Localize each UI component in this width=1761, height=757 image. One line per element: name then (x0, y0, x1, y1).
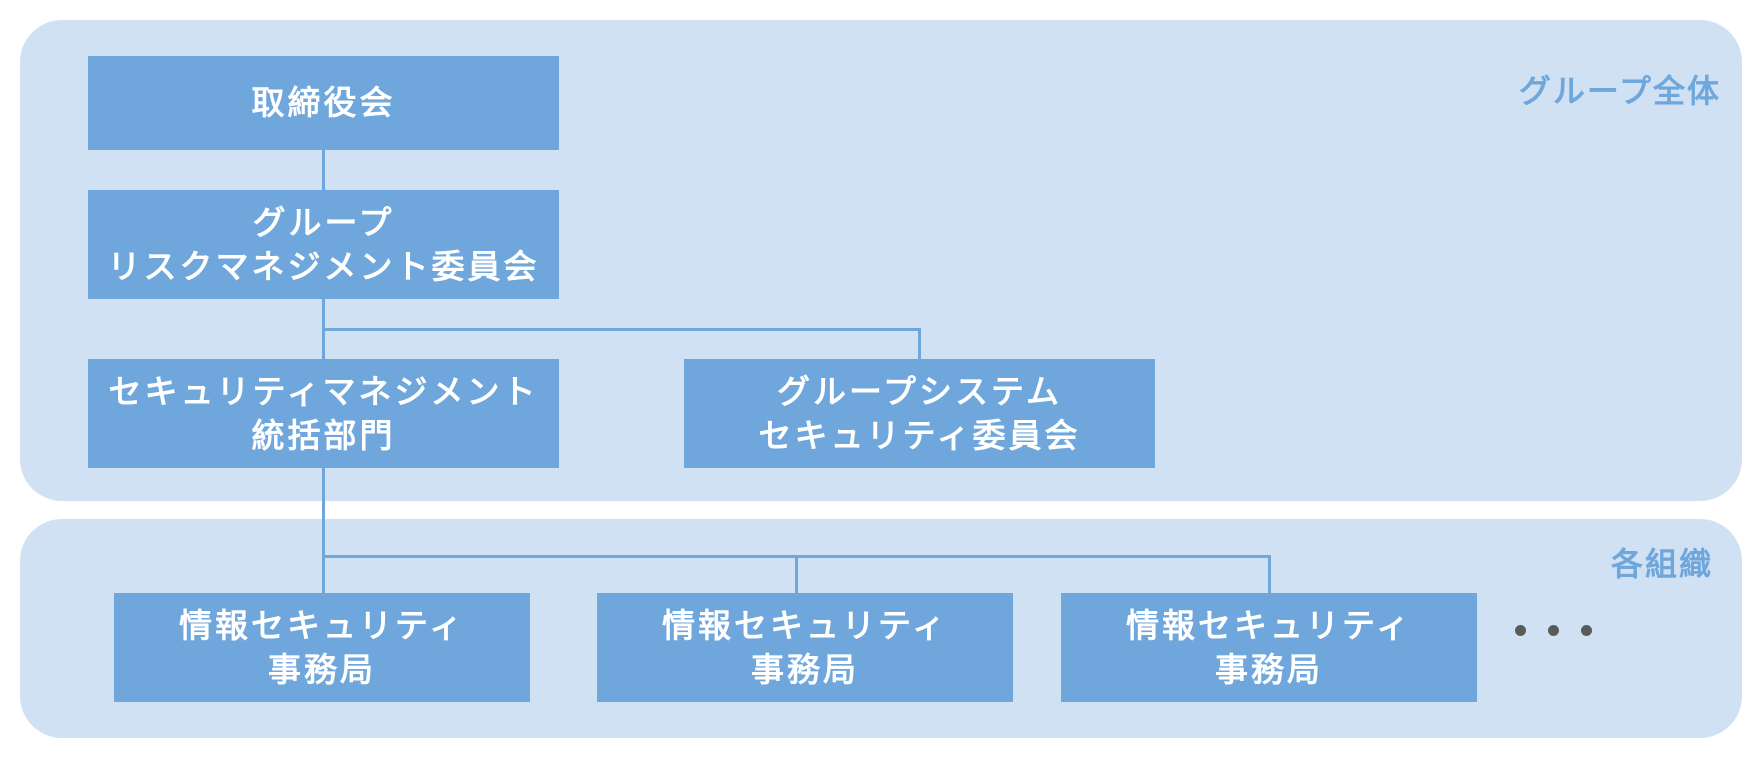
info-security-office-box: 情報セキュリティ 事務局 (114, 593, 530, 702)
connector-to-office-3 (1268, 555, 1271, 593)
box-line: 事務局 (1215, 649, 1323, 689)
box-line: 統括部門 (251, 415, 396, 455)
box-line: リスクマネジメント委員会 (107, 246, 540, 286)
more-offices-ellipsis-icon (1515, 625, 1592, 636)
ellipsis-dot (1515, 625, 1526, 636)
group-risk-management-committee-box: グループ リスクマネジメント委員会 (88, 190, 559, 299)
box-line: グループ (252, 202, 395, 242)
ellipsis-dot (1548, 625, 1559, 636)
info-security-office-box: 情報セキュリティ 事務局 (597, 593, 1013, 702)
each-organization-label: 各組織 (1610, 545, 1713, 583)
box-line: 情報セキュリティ (178, 605, 466, 645)
box-line: グループシステム (776, 371, 1063, 411)
group-wide-label: グループ全体 (1518, 72, 1721, 110)
connector-to-office-2 (795, 555, 798, 593)
group-system-security-committee-box: グループシステム セキュリティ委員会 (684, 359, 1155, 468)
box-line: 取締役会 (251, 83, 396, 122)
security-management-department-box: セキュリティマネジメント 統括部門 (88, 359, 559, 468)
connector-dept-down (322, 468, 325, 593)
box-line: 事務局 (751, 649, 859, 689)
box-line: 情報セキュリティ (1125, 605, 1413, 645)
box-line: 事務局 (268, 649, 376, 689)
info-security-office-box: 情報セキュリティ 事務局 (1061, 593, 1477, 702)
box-line: セキュリティマネジメント (108, 371, 539, 411)
box-line: 情報セキュリティ (661, 605, 949, 645)
board-of-directors-box: 取締役会 (88, 56, 559, 150)
connector-to-system-committee (918, 328, 921, 359)
ellipsis-dot (1581, 625, 1592, 636)
connector-committee-branch (322, 328, 920, 331)
connector-board-to-committee (322, 150, 325, 190)
box-line: セキュリティ委員会 (758, 415, 1081, 455)
